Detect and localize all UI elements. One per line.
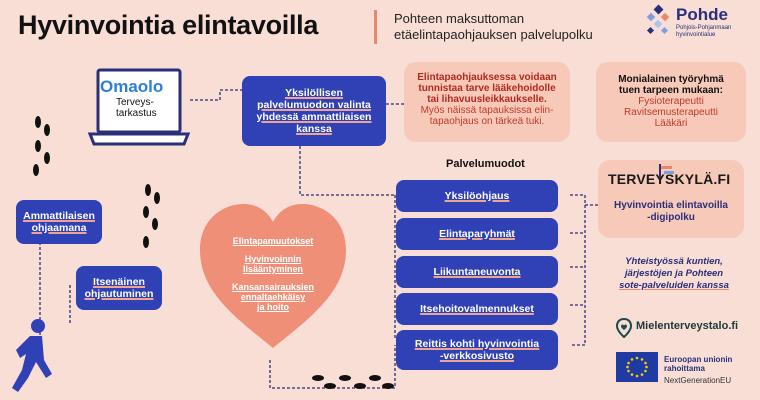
terveyskyla-flag-icon <box>659 164 674 178</box>
services-heading: Palvelumuodot <box>446 158 525 170</box>
terveyskyla-logo: TERVEYSKYLÄ.FI <box>608 171 731 187</box>
page-subtitle: Pohteen maksuttoman etäelintapaohjauksen… <box>394 11 593 42</box>
team-card: Monialainen työryhmä tuen tarpeen mukaan… <box>596 62 746 142</box>
service-item-groups[interactable]: Elintaparyhmät <box>396 218 558 250</box>
mielenterveystalo-logo[interactable]: Mielenterveystalo.fi <box>636 320 739 332</box>
pohde-logo-icon <box>646 4 670 35</box>
title-divider <box>374 10 377 44</box>
service-item-individual[interactable]: Yksilöohjaus <box>396 180 558 212</box>
laptop-label: Terveys- tarkastus <box>116 97 157 119</box>
heart-icon <box>200 204 346 348</box>
service-item-reittis[interactable]: Reittis kohti hyvinvointia-verkkosivusto <box>396 330 558 370</box>
pohde-logo-subtext: Pohjois-Pohjanmaan hyvinvointialue <box>676 25 732 38</box>
service-item-selfcare[interactable]: Itsehoitovalmennukset <box>396 293 558 325</box>
terveyskyla-label: Hyvinvointia elintavoilla -digipolku <box>614 200 728 223</box>
walking-person-icon <box>12 319 52 392</box>
cooperation-text: Yhteistyössä kuntien, järjestöjen ja Poh… <box>619 256 729 291</box>
mielenterveystalo-pin-icon <box>616 318 632 338</box>
omaolo-logo: Omaolo <box>100 77 164 96</box>
treatment-info-card: Elintapaohjauksessa voidaan tunnistaa ta… <box>404 62 570 142</box>
eu-flag-icon <box>616 352 658 382</box>
eu-funding-text: Euroopan unionin rahoittama NextGenerati… <box>664 355 733 385</box>
laptop-icon <box>87 68 191 146</box>
individual-selection-box[interactable]: Yksilöllisen palvelumuodon valinta yhdes… <box>242 76 386 146</box>
heart-content: Elintapamuutokset Hyvinvoinnin lisääntym… <box>231 236 315 312</box>
pohde-logo-text: Pohde <box>676 5 728 24</box>
service-item-exercise[interactable]: Liikuntaneuvonta <box>396 256 558 288</box>
page-title: Hyvinvointia elintavoilla <box>18 10 319 40</box>
